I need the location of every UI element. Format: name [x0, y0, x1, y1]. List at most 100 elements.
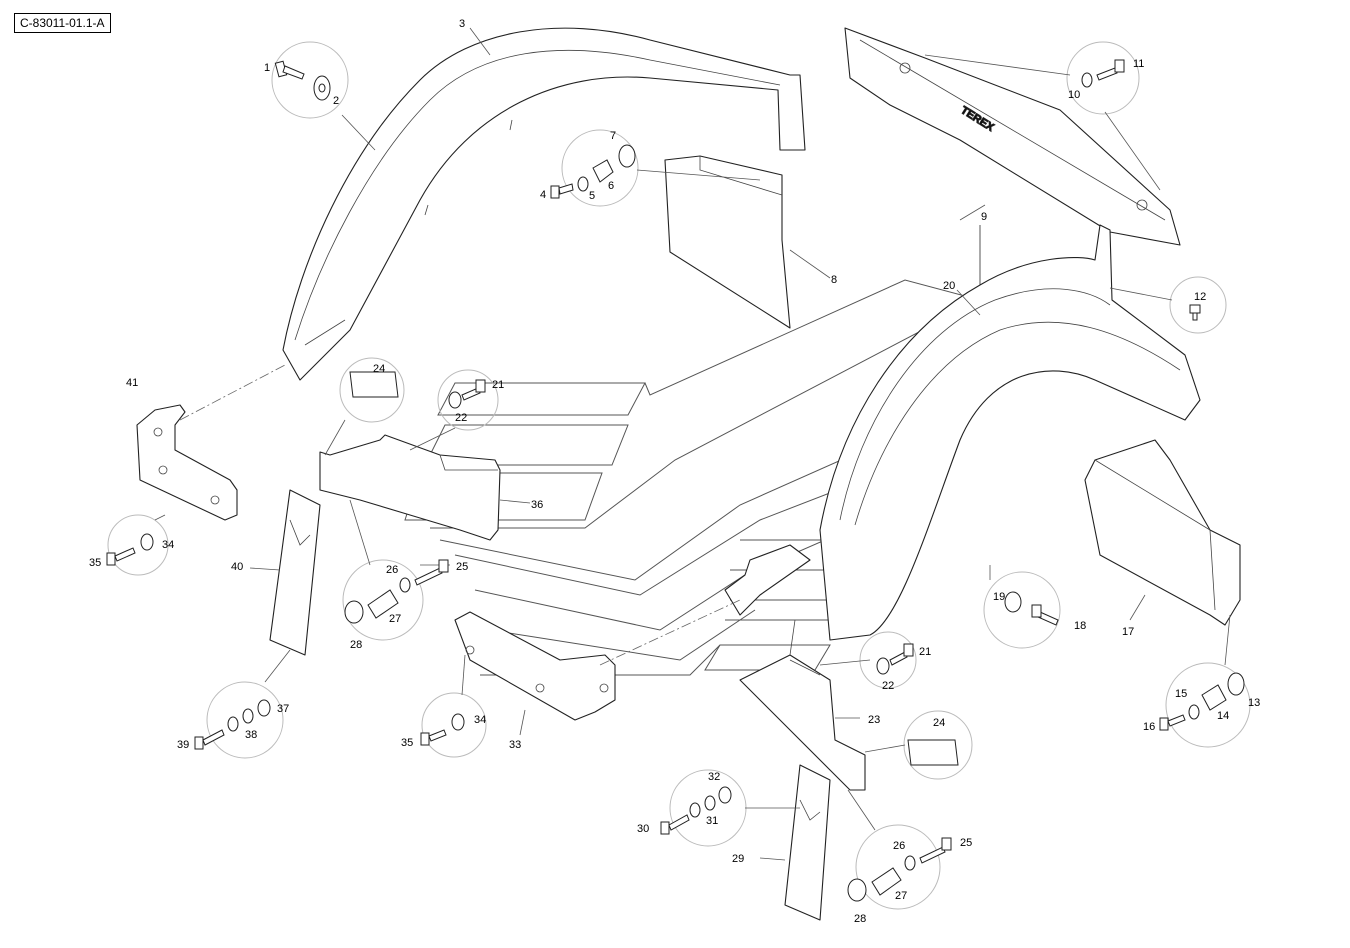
- label-39: 39: [177, 739, 189, 751]
- label-6: 6: [608, 180, 614, 192]
- label-1: 1: [264, 62, 270, 74]
- mud-flap-plate: [664, 155, 791, 329]
- label-11: 11: [1133, 58, 1144, 70]
- bolt-icon: [550, 183, 574, 199]
- washer-icon: [399, 577, 411, 593]
- label-31: 31: [706, 815, 718, 827]
- label-16: 16: [1143, 721, 1155, 733]
- label-29: 29: [732, 853, 744, 865]
- bolt-icon: [1159, 714, 1186, 731]
- label-24-right: 24: [933, 717, 945, 729]
- bolt-icon: [420, 729, 447, 746]
- washer-icon: [140, 533, 154, 551]
- bolt-icon: [660, 814, 690, 835]
- label-35-center: 35: [401, 737, 413, 749]
- bolt-icon: [194, 729, 225, 750]
- label-32: 32: [708, 771, 720, 783]
- label-36: 36: [531, 499, 543, 511]
- washer-icon: [1188, 704, 1200, 720]
- label-27-left: 27: [389, 613, 401, 625]
- label-2: 2: [333, 95, 339, 107]
- strip-29: [784, 764, 831, 921]
- washer-icon: [577, 176, 589, 192]
- label-13: 13: [1248, 697, 1260, 709]
- nut-icon: [257, 699, 271, 717]
- label-7: 7: [610, 130, 616, 142]
- bolt-icon: [274, 60, 305, 80]
- label-22-left: 22: [455, 412, 467, 424]
- label-34-center: 34: [474, 714, 486, 726]
- label-37: 37: [277, 703, 289, 715]
- bushing-icon: [871, 867, 902, 896]
- label-25-left: 25: [456, 561, 468, 573]
- label-9: 9: [981, 211, 987, 223]
- label-17: 17: [1122, 626, 1134, 638]
- label-30: 30: [637, 823, 649, 835]
- hardware: [106, 59, 1245, 902]
- label-27-right: 27: [895, 890, 907, 902]
- bushing-icon: [367, 589, 399, 619]
- bushing-icon: [592, 159, 614, 183]
- nut-icon: [718, 786, 732, 804]
- left-fender: [282, 27, 806, 381]
- washer-icon: [618, 144, 636, 168]
- label-34-left: 34: [162, 539, 174, 551]
- mud-flap-36: [319, 434, 501, 541]
- washer-icon: [904, 855, 916, 871]
- label-8: 8: [831, 274, 837, 286]
- rubber-pad-icon: [349, 371, 399, 398]
- bolt-icon: [1189, 304, 1201, 321]
- bolt-icon: [414, 559, 449, 586]
- washer-icon: [451, 713, 465, 731]
- label-14: 14: [1217, 710, 1229, 722]
- label-20: 20: [943, 280, 955, 292]
- label-24-left: 24: [373, 363, 385, 375]
- bracket-41: [136, 404, 238, 521]
- label-21-right: 21: [919, 646, 931, 658]
- label-25-right: 25: [960, 837, 972, 849]
- label-26-left: 26: [386, 564, 398, 576]
- label-12: 12: [1194, 291, 1206, 303]
- label-40: 40: [231, 561, 243, 573]
- assembly-dash-lines: [179, 364, 741, 666]
- washer-icon: [344, 600, 364, 624]
- right-cover-plate: [1084, 439, 1241, 626]
- label-23: 23: [868, 714, 880, 726]
- washer-icon: [448, 391, 462, 409]
- washer-icon: [1004, 591, 1022, 613]
- label-18: 18: [1074, 620, 1086, 632]
- bolt-icon: [106, 547, 136, 566]
- label-28-left: 28: [350, 639, 362, 651]
- rubber-pad-icon: [907, 739, 959, 766]
- washer-icon: [1081, 72, 1093, 88]
- label-4: 4: [540, 189, 546, 201]
- label-3: 3: [459, 18, 465, 30]
- drawing-reference-label: C-83011-01.1-A: [14, 13, 111, 33]
- label-33: 33: [509, 739, 521, 751]
- bracket-23: [739, 619, 866, 791]
- strip-40: [269, 489, 321, 656]
- washer-icon: [704, 795, 716, 811]
- bracket-33: [454, 611, 616, 721]
- callout-circles: [107, 41, 1251, 910]
- fender-mount-bracket: [724, 544, 811, 616]
- label-22-right: 22: [882, 680, 894, 692]
- bolt-icon: [1096, 59, 1125, 81]
- label-10: 10: [1068, 89, 1080, 101]
- label-28-right: 28: [854, 913, 866, 925]
- bolt-icon: [919, 837, 952, 864]
- label-19: 19: [993, 591, 1005, 603]
- terex-bracket-bar: TEREX: [844, 27, 1181, 246]
- label-15: 15: [1175, 688, 1187, 700]
- bolt-icon: [461, 379, 486, 401]
- washer-icon: [876, 657, 890, 675]
- washer-icon: [1227, 672, 1245, 696]
- washer-icon: [242, 708, 254, 724]
- label-35-left: 35: [89, 557, 101, 569]
- right-fender: [819, 224, 1201, 641]
- washer-icon: [227, 716, 239, 732]
- bolt-icon: [889, 643, 914, 666]
- label-26-right: 26: [893, 840, 905, 852]
- item-number-labels: 1 2 3 4 5 6 7 8 9 10 11 12 13 14 15 16 1…: [89, 18, 1260, 925]
